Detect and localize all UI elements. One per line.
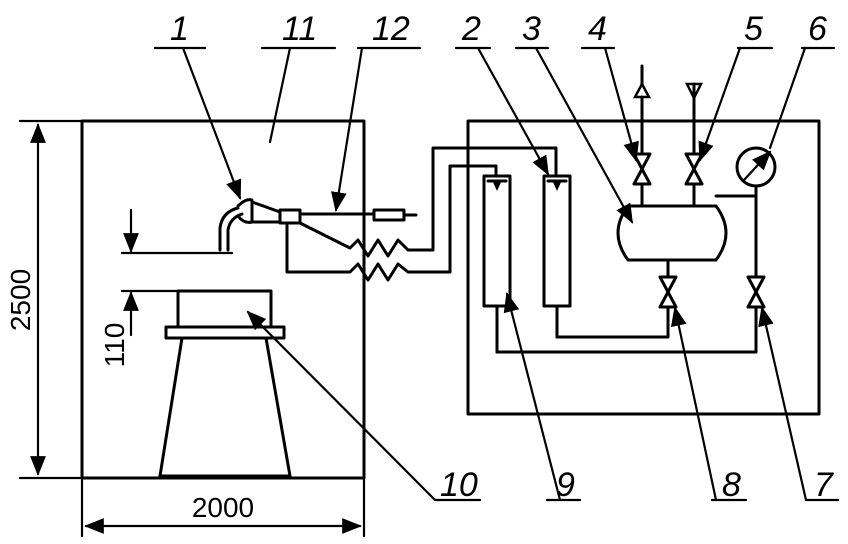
gas-hoses: [285, 146, 558, 282]
label-6: 6: [808, 10, 827, 48]
gas-receiver: [616, 204, 728, 262]
height-dimension-text: 2500: [5, 269, 36, 331]
label-10: 10: [440, 466, 478, 504]
label-9: 9: [556, 466, 575, 504]
test-chamber: [80, 119, 366, 480]
label-2: 2: [461, 10, 481, 48]
valve-4: [632, 152, 652, 186]
panel-piping: [495, 184, 758, 354]
valve-5: [684, 152, 704, 186]
gap-dimension-text: 110: [99, 323, 130, 368]
gap-dimension: 110: [99, 208, 234, 368]
inlet-lines: [632, 64, 704, 208]
test-table: [158, 289, 292, 478]
label-5: 5: [744, 10, 763, 48]
pressure-gauge: [735, 146, 777, 188]
label-8: 8: [722, 466, 741, 504]
label-7: 7: [814, 466, 834, 504]
width-dimension-text: 2000: [192, 492, 254, 523]
flowmeter-2: [542, 174, 572, 339]
burner-nozzle: [218, 198, 418, 252]
label-1: 1: [170, 10, 189, 48]
height-dimension: 2500: [5, 119, 84, 480]
label-11: 11: [282, 10, 317, 48]
label-4: 4: [588, 10, 607, 48]
valve-8: [658, 275, 678, 309]
leader-lines: [153, 46, 840, 502]
label-3: 3: [522, 10, 541, 48]
label-12: 12: [372, 10, 410, 48]
flowmeter-9: [482, 174, 512, 354]
width-dimension: 2000: [80, 476, 366, 538]
valve-7: [746, 275, 766, 309]
